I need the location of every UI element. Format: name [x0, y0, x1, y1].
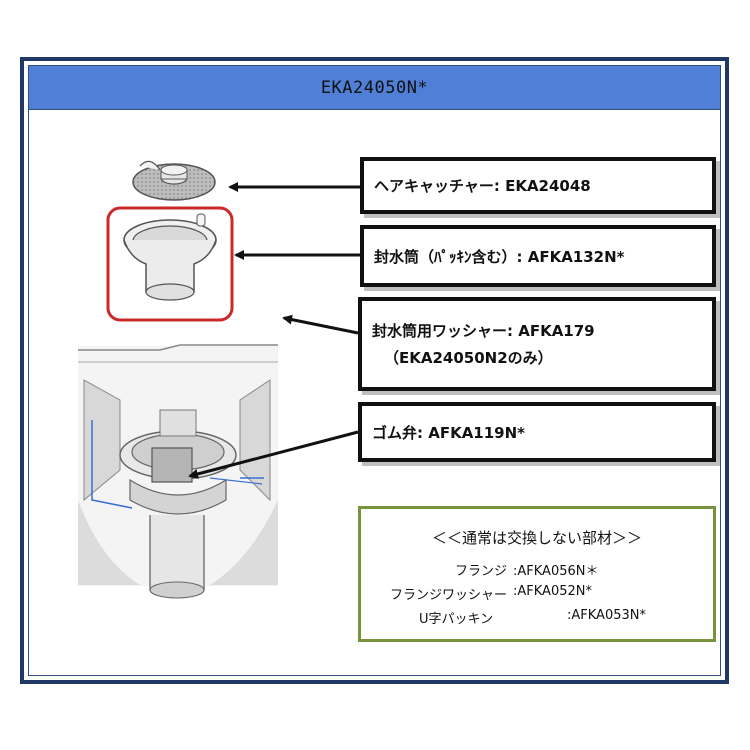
part-name-flange: フランジ — [454, 564, 507, 579]
not-replaced-title: ＜＜通常は交換しない部材＞＞ — [431, 529, 642, 547]
label-rubber-valve-text: ゴム弁: AFKA119N* — [372, 423, 526, 442]
label-seal-tube-text: 封水筒（ﾊﾟｯｷﾝ含む）: AFKA132N* — [374, 247, 625, 266]
diagram-title: EKA24050N* — [29, 66, 720, 110]
label-washer: 封水筒用ワッシャー: AFKA179 （EKA24050N2のみ） — [358, 297, 716, 391]
label-hair-catcher-text: ヘアキャッチャー: EKA24048 — [374, 177, 591, 195]
highlight-box — [106, 206, 234, 322]
inner-border: EKA24050N* — [28, 65, 721, 676]
label-seal-tube: 封水筒（ﾊﾟｯｷﾝ含む）: AFKA132N* — [360, 225, 716, 287]
part-name-u-packing: U字パッキン — [419, 612, 494, 627]
arrow-washer — [282, 314, 359, 335]
drain-installation-illustration — [78, 344, 278, 599]
part-code-u-packing: :AFKA053N* — [567, 608, 646, 623]
label-washer-note: （EKA24050N2のみ） — [384, 349, 553, 367]
label-rubber-valve: ゴム弁: AFKA119N* — [358, 402, 716, 462]
part-code-flange: :AFKA056N＊ — [513, 564, 599, 579]
label-hair-catcher: ヘアキャッチャー: EKA24048 — [360, 157, 716, 214]
not-replaced-parts-box: ＜＜通常は交換しない部材＞＞ フランジ :AFKA056N＊ フランジワッシャー… — [358, 506, 716, 642]
arrow-rubber-valve — [188, 430, 359, 479]
part-name-flange-washer: フランジワッシャー — [389, 588, 507, 603]
seal-tube-illustration — [123, 213, 217, 301]
label-washer-text: 封水筒用ワッシャー: AFKA179 — [372, 322, 595, 340]
part-code-flange-washer: :AFKA052N* — [513, 584, 592, 599]
hair-catcher-illustration — [132, 160, 216, 201]
